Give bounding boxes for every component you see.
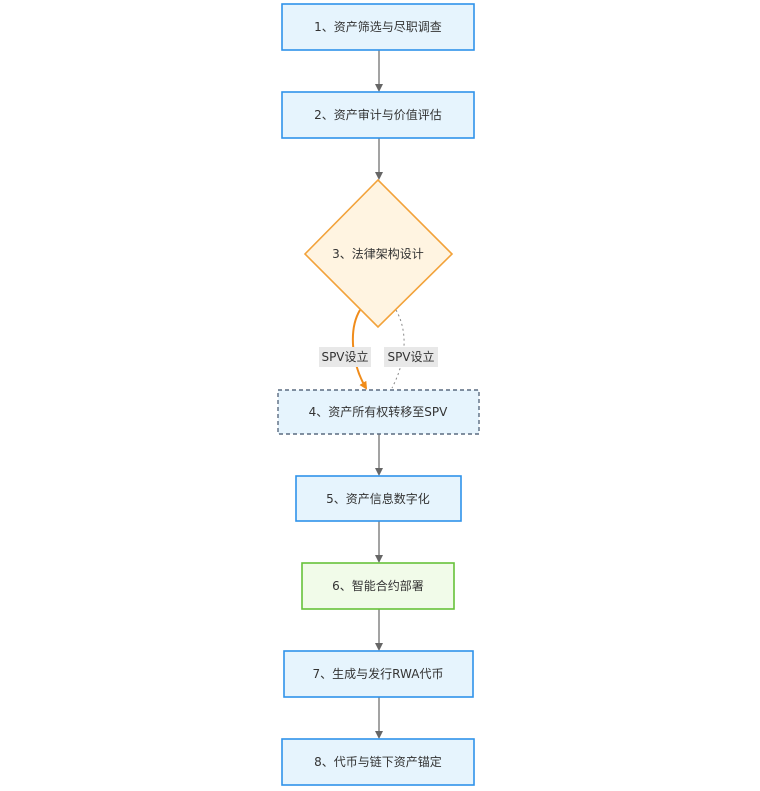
- node-step8-label: 8、代币与链下资产锚定: [314, 754, 442, 769]
- edge-label-spv-right: SPV设立: [384, 347, 438, 367]
- node-step6-label: 6、智能合约部署: [332, 578, 424, 593]
- node-step3-decision[interactable]: 3、法律架构设计: [303, 178, 454, 329]
- node-step6[interactable]: 6、智能合约部署: [301, 562, 455, 610]
- edge-label-spv-right-text: SPV设立: [387, 349, 434, 364]
- node-step7[interactable]: 7、生成与发行RWA代币: [283, 650, 474, 698]
- node-step2[interactable]: 2、资产审计与价值评估: [281, 91, 475, 139]
- node-step8[interactable]: 8、代币与链下资产锚定: [281, 738, 475, 786]
- node-step3-label: 3、法律架构设计: [332, 246, 424, 261]
- node-step4-label: 4、资产所有权转移至SPV: [309, 404, 448, 419]
- node-step5-label: 5、资产信息数字化: [326, 491, 430, 506]
- node-step7-label: 7、生成与发行RWA代币: [313, 666, 444, 681]
- node-step1[interactable]: 1、资产筛选与尽职调查: [281, 3, 475, 51]
- node-step2-label: 2、资产审计与价值评估: [314, 107, 442, 122]
- node-step4[interactable]: 4、资产所有权转移至SPV: [277, 389, 480, 435]
- edge-label-spv-left: SPV设立: [319, 347, 371, 367]
- node-step5[interactable]: 5、资产信息数字化: [295, 475, 462, 522]
- edge-label-spv-left-text: SPV设立: [321, 349, 368, 364]
- node-step1-label: 1、资产筛选与尽职调查: [314, 19, 442, 34]
